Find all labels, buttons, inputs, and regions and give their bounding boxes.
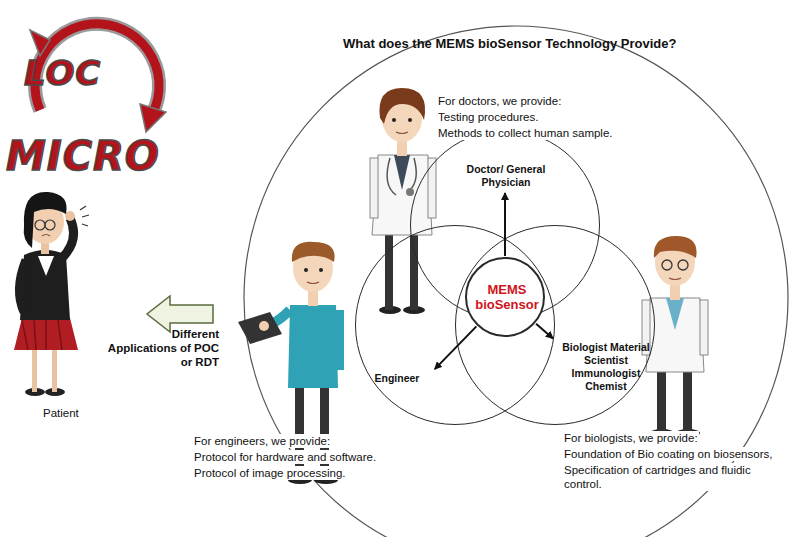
patient-figure — [14, 192, 89, 396]
note-text: For doctors, we provide: — [437, 94, 562, 108]
logo-text: LOC — [24, 56, 101, 90]
role-label: Biologist Material Scientist Immunologis… — [556, 341, 656, 393]
note-text: Methods to collect human sample. — [437, 126, 614, 140]
title: What does the MEMS bioSensor Technology … — [343, 36, 676, 51]
arrow-connector — [504, 193, 506, 256]
note-text: Testing procedures. — [437, 110, 539, 124]
arrow-connector — [536, 324, 553, 339]
role-label: Doctor/ General Physician — [451, 163, 561, 189]
arrow-connector — [435, 326, 477, 369]
arrow-label: Different Applications of POC or RDT — [106, 327, 220, 369]
note-text: Protocol of image processing. — [193, 466, 347, 480]
note-text: Foundation of Bio coating on biosensors, — [563, 447, 773, 461]
note-text: For biologists, we provide: — [563, 431, 699, 445]
doctor-figure — [370, 88, 436, 314]
logo-text: MICRO — [6, 136, 160, 176]
note-text: Specification of cartridges and fluidic … — [563, 463, 770, 491]
center-circle: MEMS bioSensor — [465, 257, 545, 337]
role-label: Engineer — [362, 372, 432, 385]
hollow-arrow — [147, 296, 213, 332]
biologist-figure — [642, 236, 708, 437]
note-text: Protocol for hardware and software. — [193, 450, 377, 464]
center-label: MEMS bioSensor — [467, 282, 547, 313]
note-text: For engineers, we provide: — [193, 434, 331, 448]
patient-label: Patient — [42, 406, 80, 420]
